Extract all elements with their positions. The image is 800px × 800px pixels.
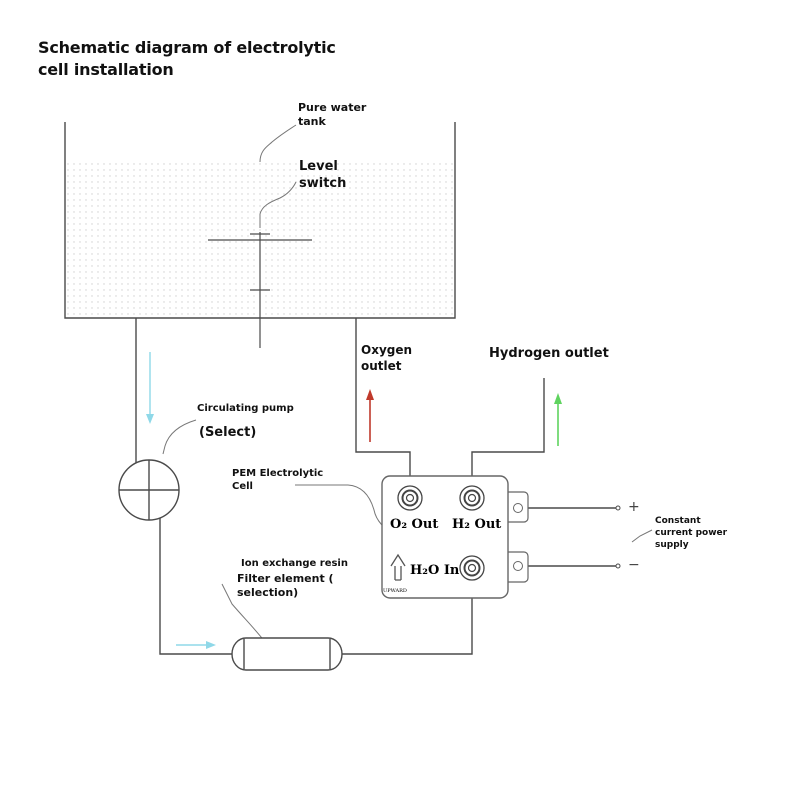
power-supply-label: Constant current power supply [655,515,727,551]
level-switch-label: Level switch [299,159,346,193]
filter-body [231,637,343,671]
oxygen-up-arrow [366,389,374,442]
level-switch-label-line-1: Level [299,159,338,174]
power-supply-label-line-2: current power [655,528,728,538]
negative-terminal [615,563,621,569]
h2-out-label: H₂ Out [452,517,501,532]
plus-sign: + [628,499,640,515]
oxygen-outlet-label-line-1: Oxygen [361,343,413,357]
leader-tank [259,124,297,163]
piping [135,318,616,655]
hydrogen-up-arrow [554,393,562,446]
pure-water-tank-label: Pure water tank [298,101,366,130]
o2-port [397,485,423,511]
title-line-1: Schematic diagram of electrolytic [38,38,336,57]
cell-tab-bottom-hole [513,561,523,571]
level-switch-label-line-2: switch [299,175,347,191]
hydrogen-outlet-label: Hydrogen outlet [489,346,609,361]
pipe-filter-to-cell [342,592,473,655]
circulating-pump-label: Circulating pump [197,403,294,414]
leader-level-switch [259,181,297,228]
title-line-2: cell installation [38,60,174,79]
pipe-pump-to-filter [159,516,232,655]
pipe-hydrogen-outlet [471,378,545,484]
o2-out-label: O₂ Out [390,517,438,532]
h2o-in-label: H₂O In [410,563,460,578]
flow-arrows [146,352,562,649]
filter-element-label-line-2: selection) [237,586,299,600]
positive-terminal [615,505,621,511]
pipe-oxygen-return [355,318,411,484]
cell-tab-top-hole [513,503,523,513]
oxygen-outlet-label-line-2: outlet [361,358,402,373]
pem-cell-label-line-1: PEM Electrolytic [232,468,324,479]
diagram-title: Schematic diagram of electrolytic cell i… [38,37,336,81]
water-right-arrow [176,641,216,649]
pump-select-label: (Select) [199,425,257,440]
minus-sign: − [628,557,640,573]
pure-water-tank-label-line-1: Pure water [298,101,367,114]
level-switch [208,232,312,348]
pem-cell-label-line-2: Cell [232,481,253,492]
power-supply-label-line-3: supply [655,540,689,550]
h2o-in-port [459,555,485,581]
water-down-arrow [146,352,154,424]
h2-port [459,485,485,511]
filter-element [231,637,343,671]
leader-power [631,529,653,543]
filter-element-label: Filter element ( selection) [237,572,334,601]
circulating-pump [118,459,180,521]
leader-pump [162,419,197,455]
upward-arrow-icon [390,553,406,581]
pem-cell-label: PEM Electrolytic Cell [232,467,323,493]
upward-label: UPWARD [383,588,407,594]
ion-exchange-resin-label: Ion exchange resin [241,558,348,569]
filter-element-label-line-1: Filter element ( [237,572,334,585]
pure-water-tank-label-line-2: tank [298,115,326,129]
power-supply-label-line-1: Constant [655,516,701,526]
pem-electrolytic-cell: O₂ Out H₂ Out H₂O In UPWARD [381,475,529,599]
oxygen-outlet-label: Oxygen outlet [361,343,412,374]
